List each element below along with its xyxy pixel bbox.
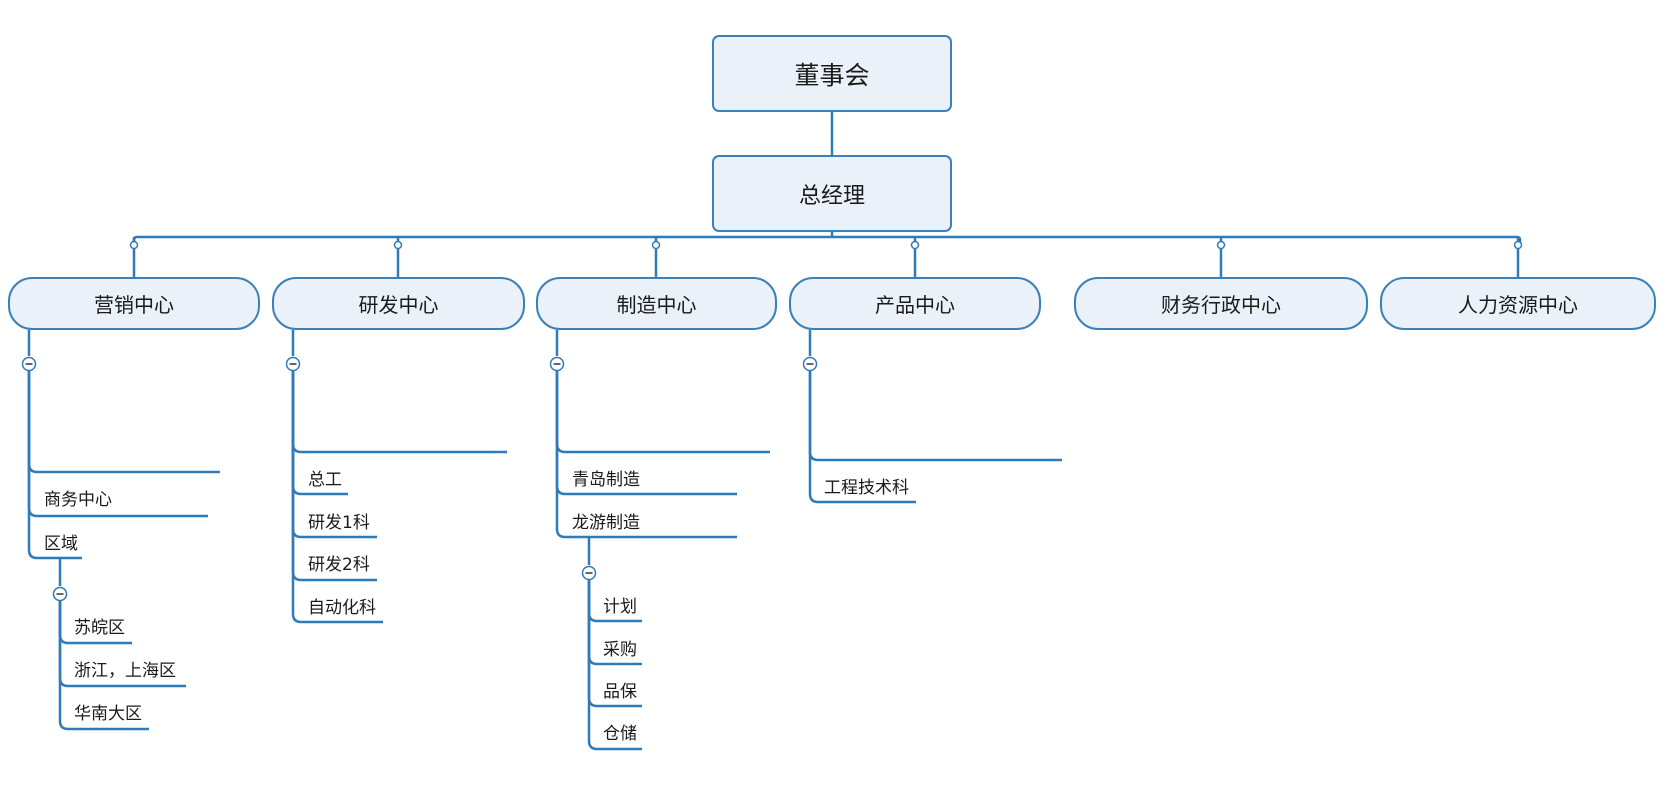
node-hr-center[interactable]: 人力资源中心	[1380, 277, 1656, 330]
leaf-quality-assurance[interactable]: 品保	[603, 682, 637, 702]
leaf-qingdao-manufacturing[interactable]: 青岛制造	[572, 470, 640, 490]
branch-rnd-blank	[291, 371, 507, 454]
connector-dot[interactable]	[393, 240, 403, 250]
node-general-manager[interactable]: 总经理	[712, 155, 952, 232]
leaf-region[interactable]: 区域	[44, 534, 78, 554]
leaf-zhejiang-shanghai-region[interactable]: 浙江，上海区	[74, 661, 176, 681]
collapse-toggle-manufacturing[interactable]	[549, 356, 565, 372]
leaf-business-center[interactable]: 商务中心	[44, 490, 112, 510]
branch-product-blank	[808, 371, 1062, 462]
leaf-planning[interactable]: 计划	[603, 597, 637, 617]
collapse-toggle-region[interactable]	[52, 586, 68, 602]
node-rnd-center[interactable]: 研发中心	[272, 277, 525, 330]
node-marketing-center[interactable]: 营销中心	[8, 277, 260, 330]
connector-dot[interactable]	[910, 240, 920, 250]
node-product-center[interactable]: 产品中心	[789, 277, 1041, 330]
collapse-toggle-marketing[interactable]	[21, 356, 37, 372]
collapse-toggle-rnd[interactable]	[285, 356, 301, 372]
node-board[interactable]: 董事会	[712, 35, 952, 112]
node-finance-admin-center[interactable]: 财务行政中心	[1074, 277, 1368, 330]
leaf-automation-section[interactable]: 自动化科	[308, 598, 376, 618]
branch-automation	[291, 371, 383, 624]
branch-longyou	[555, 371, 737, 539]
line-bus	[132, 235, 1522, 245]
connector-dot[interactable]	[1216, 240, 1226, 250]
leaf-suwan-region[interactable]: 苏皖区	[74, 618, 125, 638]
collapse-toggle-longyou[interactable]	[581, 565, 597, 581]
branch-engineering-tech	[808, 371, 916, 504]
connector-dot[interactable]	[1513, 240, 1523, 250]
leaf-chief-engineer[interactable]: 总工	[308, 470, 342, 490]
branch-manufacturing-blank	[555, 371, 770, 454]
branch-warehousing	[587, 580, 642, 751]
leaf-procurement[interactable]: 采购	[603, 640, 637, 660]
node-manufacturing-center[interactable]: 制造中心	[536, 277, 777, 330]
leaf-rnd-section-1[interactable]: 研发1科	[308, 513, 370, 533]
connector-dot[interactable]	[129, 240, 139, 250]
collapse-toggle-product[interactable]	[802, 356, 818, 372]
leaf-engineering-tech-section[interactable]: 工程技术科	[824, 478, 909, 498]
leaf-longyou-manufacturing[interactable]: 龙游制造	[572, 513, 640, 533]
leaf-south-china-region[interactable]: 华南大区	[74, 704, 142, 724]
connector-dot[interactable]	[651, 240, 661, 250]
branch-region	[27, 371, 82, 560]
branch-marketing-blank	[27, 371, 220, 474]
leaf-warehousing[interactable]: 仓储	[603, 724, 637, 744]
leaf-rnd-section-2[interactable]: 研发2科	[308, 555, 370, 575]
branch-south-china	[58, 601, 149, 731]
